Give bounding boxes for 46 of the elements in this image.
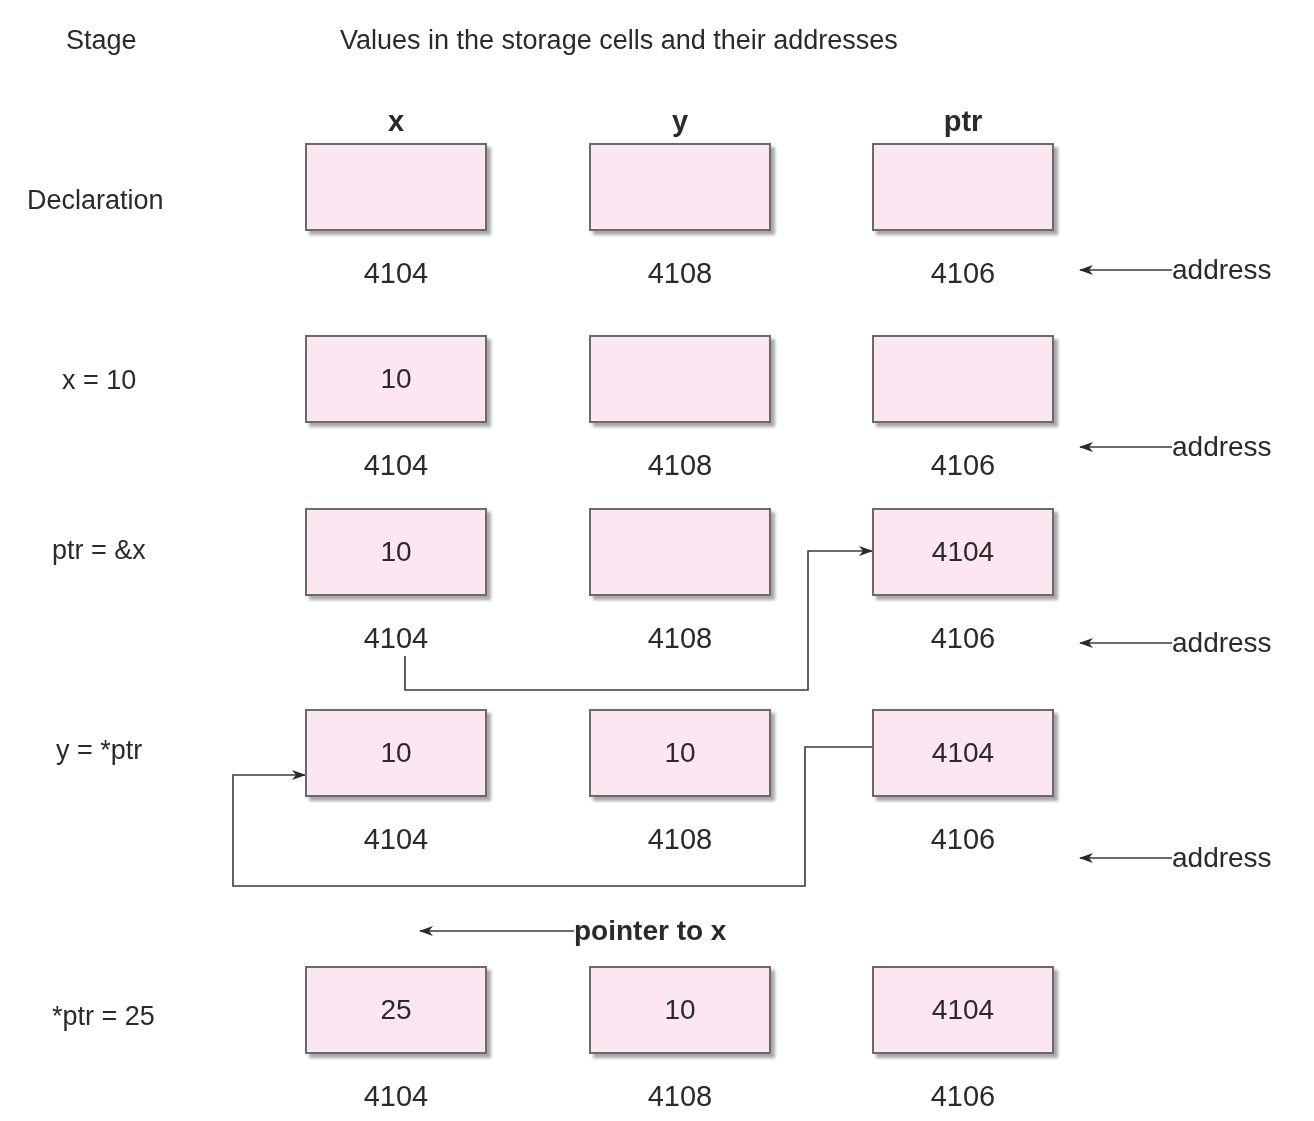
address-note: address [1172,627,1272,659]
address-label: 4106 [930,1080,996,1112]
address-label: 4104 [363,1080,429,1112]
variable-name: ptr [943,105,983,137]
address-label: 4106 [930,257,996,289]
stage-label: *ptr = 25 [52,1000,155,1032]
arrow [419,926,575,936]
address-label: 4104 [363,449,429,481]
arrow [1079,442,1173,452]
arrow [232,746,873,887]
variable-name: x [387,105,405,137]
memory-cell: 10 [589,709,771,797]
stage-label: x = 10 [62,364,137,396]
memory-cell: 25 [305,966,487,1054]
address-label: 4106 [930,449,996,481]
arrow [1079,638,1173,648]
memory-cell: 4104 [872,966,1054,1054]
address-label: 4104 [363,257,429,289]
address-note: address [1172,431,1272,463]
address-label: 4108 [647,1080,713,1112]
stage-label: ptr = &x [52,534,146,566]
arrow [404,546,873,691]
stage-label: Declaration [27,184,164,216]
column-heading: Values in the storage cells and their addresses [340,24,898,56]
address-label: 4108 [647,449,713,481]
address-label: 4104 [363,622,429,654]
address-label: 4106 [930,622,996,654]
address-label: 4108 [647,823,713,855]
memory-cell: 10 [589,966,771,1054]
address-label: 4108 [647,622,713,654]
memory-cell: 4104 [872,709,1054,797]
address-note: address [1172,254,1272,286]
arrow [1079,853,1173,863]
address-label: 4104 [363,823,429,855]
memory-cell: 10 [305,508,487,596]
stage-label: y = *ptr [56,734,143,766]
pointer-note: pointer to x [574,915,727,947]
address-note: address [1172,842,1272,874]
arrow [1079,265,1173,275]
memory-cell: 4104 [872,508,1054,596]
address-label: 4108 [647,257,713,289]
column-heading: Stage [66,24,137,56]
memory-cell: 10 [305,335,487,423]
memory-cell: 10 [305,709,487,797]
address-label: 4106 [930,823,996,855]
variable-name: y [671,105,689,137]
